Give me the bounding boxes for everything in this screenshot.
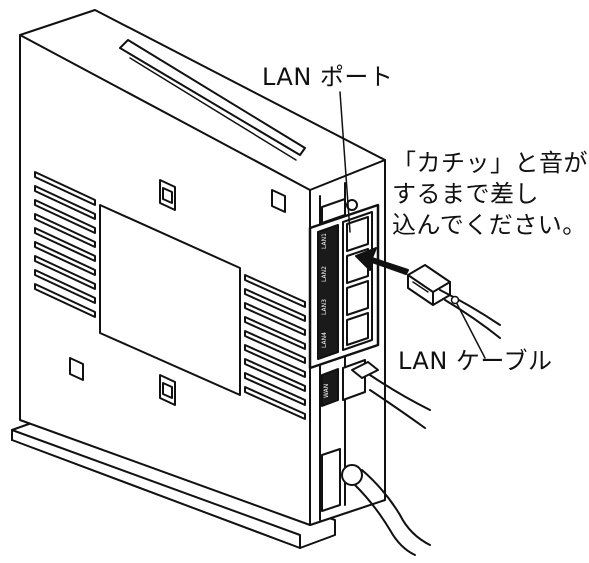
- lan-port-labels: LAN1 LAN2 LAN3 LAN4 WAN: [321, 233, 330, 398]
- lan-port-label: LAN ポート: [262, 63, 394, 91]
- lan-cable-plug: [407, 264, 501, 339]
- mounting-holes: [69, 179, 286, 406]
- svg-text:LAN1: LAN1: [321, 233, 328, 249]
- svg-text:LAN4: LAN4: [321, 332, 328, 348]
- instruction-text: 「カチッ」と音が するまで差し 込んでください。: [392, 148, 588, 241]
- wan-cable: [351, 361, 431, 429]
- left-vents: [34, 171, 96, 318]
- lan-cable-label: LAN ケーブル: [398, 347, 553, 375]
- insert-arrow: [355, 247, 409, 275]
- svg-text:WAN: WAN: [323, 384, 330, 398]
- right-vents: [244, 274, 306, 420]
- port-panel: [308, 198, 380, 512]
- lan-cable-leader-dot: [450, 295, 460, 305]
- instruction-line-2: するまで差し: [392, 180, 539, 208]
- dc-cable: [354, 469, 431, 556]
- instruction-line-1: 「カチッ」と音が: [392, 149, 588, 177]
- svg-text:LAN3: LAN3: [321, 299, 328, 315]
- instruction-line-3: 込んでください。: [392, 211, 587, 239]
- lan-cable-leader-line: [454, 299, 486, 359]
- svg-text:LAN2: LAN2: [321, 266, 328, 282]
- lan-port-leader-line: [339, 91, 351, 233]
- label-panel: [99, 204, 241, 396]
